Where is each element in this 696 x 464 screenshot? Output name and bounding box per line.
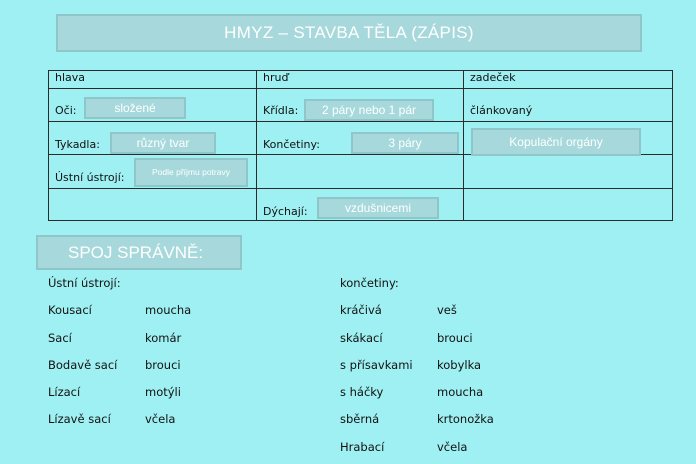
label-dychaji: Dýchají: bbox=[263, 205, 308, 218]
left-term: Sací bbox=[48, 330, 72, 345]
left-insect: moucha bbox=[145, 303, 192, 318]
right-insects-column: veš brouci kobylka moucha krtonožka včel… bbox=[437, 270, 494, 461]
left-insect: brouci bbox=[145, 357, 181, 372]
cell-empty-zadecek-2 bbox=[463, 188, 673, 221]
right-insect: kobylka bbox=[437, 357, 482, 372]
right-heading: končetiny: bbox=[340, 276, 399, 290]
cell-empty-zadecek bbox=[463, 154, 673, 189]
cell-dychaji: Dýchají: vzdušnicemi bbox=[256, 188, 464, 221]
right-insect: včela bbox=[437, 439, 468, 454]
right-term: s přísavkami bbox=[340, 357, 413, 372]
slide-title: HMYZ – STAVBA TĚLA (ZÁPIS) bbox=[56, 14, 642, 52]
answer-tykadla: různý tvar bbox=[110, 132, 216, 154]
left-insects-column: moucha komár brouci motýli včela bbox=[145, 270, 191, 434]
right-insect: veš bbox=[437, 303, 457, 318]
answer-koncetiny: 3 páry bbox=[351, 132, 459, 154]
right-insect: moucha bbox=[437, 385, 484, 400]
label-kridla: Křídla: bbox=[263, 104, 299, 117]
label-tykadla: Tykadla: bbox=[55, 138, 100, 151]
right-term: Hrabací bbox=[340, 439, 385, 454]
body-structure-table: hlava hruď zadeček Oči: složené Křídla: … bbox=[48, 70, 673, 221]
answer-ustni: Podle příjmu potravy bbox=[134, 158, 248, 187]
label-oci: Oči: bbox=[55, 104, 77, 117]
cell-zadecek-answer: Kopulační orgány bbox=[463, 121, 673, 156]
right-insect: krtonožka bbox=[437, 412, 494, 427]
left-insect: motýli bbox=[145, 385, 181, 400]
left-insect: komár bbox=[145, 330, 182, 345]
cell-empty-hrud bbox=[256, 154, 464, 189]
spoj-title: SPOJ SPRÁVNĚ: bbox=[36, 235, 242, 270]
left-terms-column: Ústní ústrojí: Kousací Sací Bodavě sací … bbox=[48, 270, 121, 434]
right-term: skákací bbox=[340, 330, 383, 345]
label-clankovany: článkovaný bbox=[470, 104, 533, 117]
cell-empty-hlava bbox=[48, 188, 257, 221]
right-term: kráčivá bbox=[340, 303, 382, 318]
right-insect: brouci bbox=[437, 330, 473, 345]
left-insect: včela bbox=[145, 412, 176, 427]
cell-kridla: Křídla: 2 páry nebo 1 pár bbox=[256, 88, 464, 122]
answer-kridla: 2 páry nebo 1 pár bbox=[304, 99, 434, 121]
answer-oci: složené bbox=[84, 97, 186, 119]
cell-oci: Oči: složené bbox=[48, 88, 257, 122]
header-zadecek: zadeček bbox=[463, 70, 673, 89]
answer-dychaji: vzdušnicemi bbox=[317, 197, 439, 219]
left-term: Kousací bbox=[48, 303, 92, 318]
cell-ustni: Ústní ústrojí: Podle příjmu potravy bbox=[48, 154, 257, 189]
left-term: Lízavě sací bbox=[48, 412, 111, 427]
left-heading: Ústní ústrojí: bbox=[48, 276, 121, 290]
left-term: Lízací bbox=[48, 385, 81, 400]
right-term: s háčky bbox=[340, 385, 384, 400]
label-ustni: Ústní ústrojí: bbox=[55, 171, 125, 184]
cell-koncetiny: Končetiny: 3 páry bbox=[256, 121, 464, 155]
header-hlava: hlava bbox=[48, 70, 257, 89]
right-terms-column: končetiny: kráčivá skákací s přísavkami … bbox=[340, 270, 413, 461]
right-term: sběrná bbox=[340, 412, 380, 427]
cell-tykadla: Tykadla: různý tvar bbox=[48, 121, 257, 155]
answer-zadecek: Kopulační orgány bbox=[471, 128, 641, 156]
label-koncetiny: Končetiny: bbox=[263, 138, 320, 151]
cell-clankovany: článkovaný bbox=[463, 88, 673, 122]
left-term: Bodavě sací bbox=[48, 357, 118, 372]
header-hrud: hruď bbox=[256, 70, 464, 89]
